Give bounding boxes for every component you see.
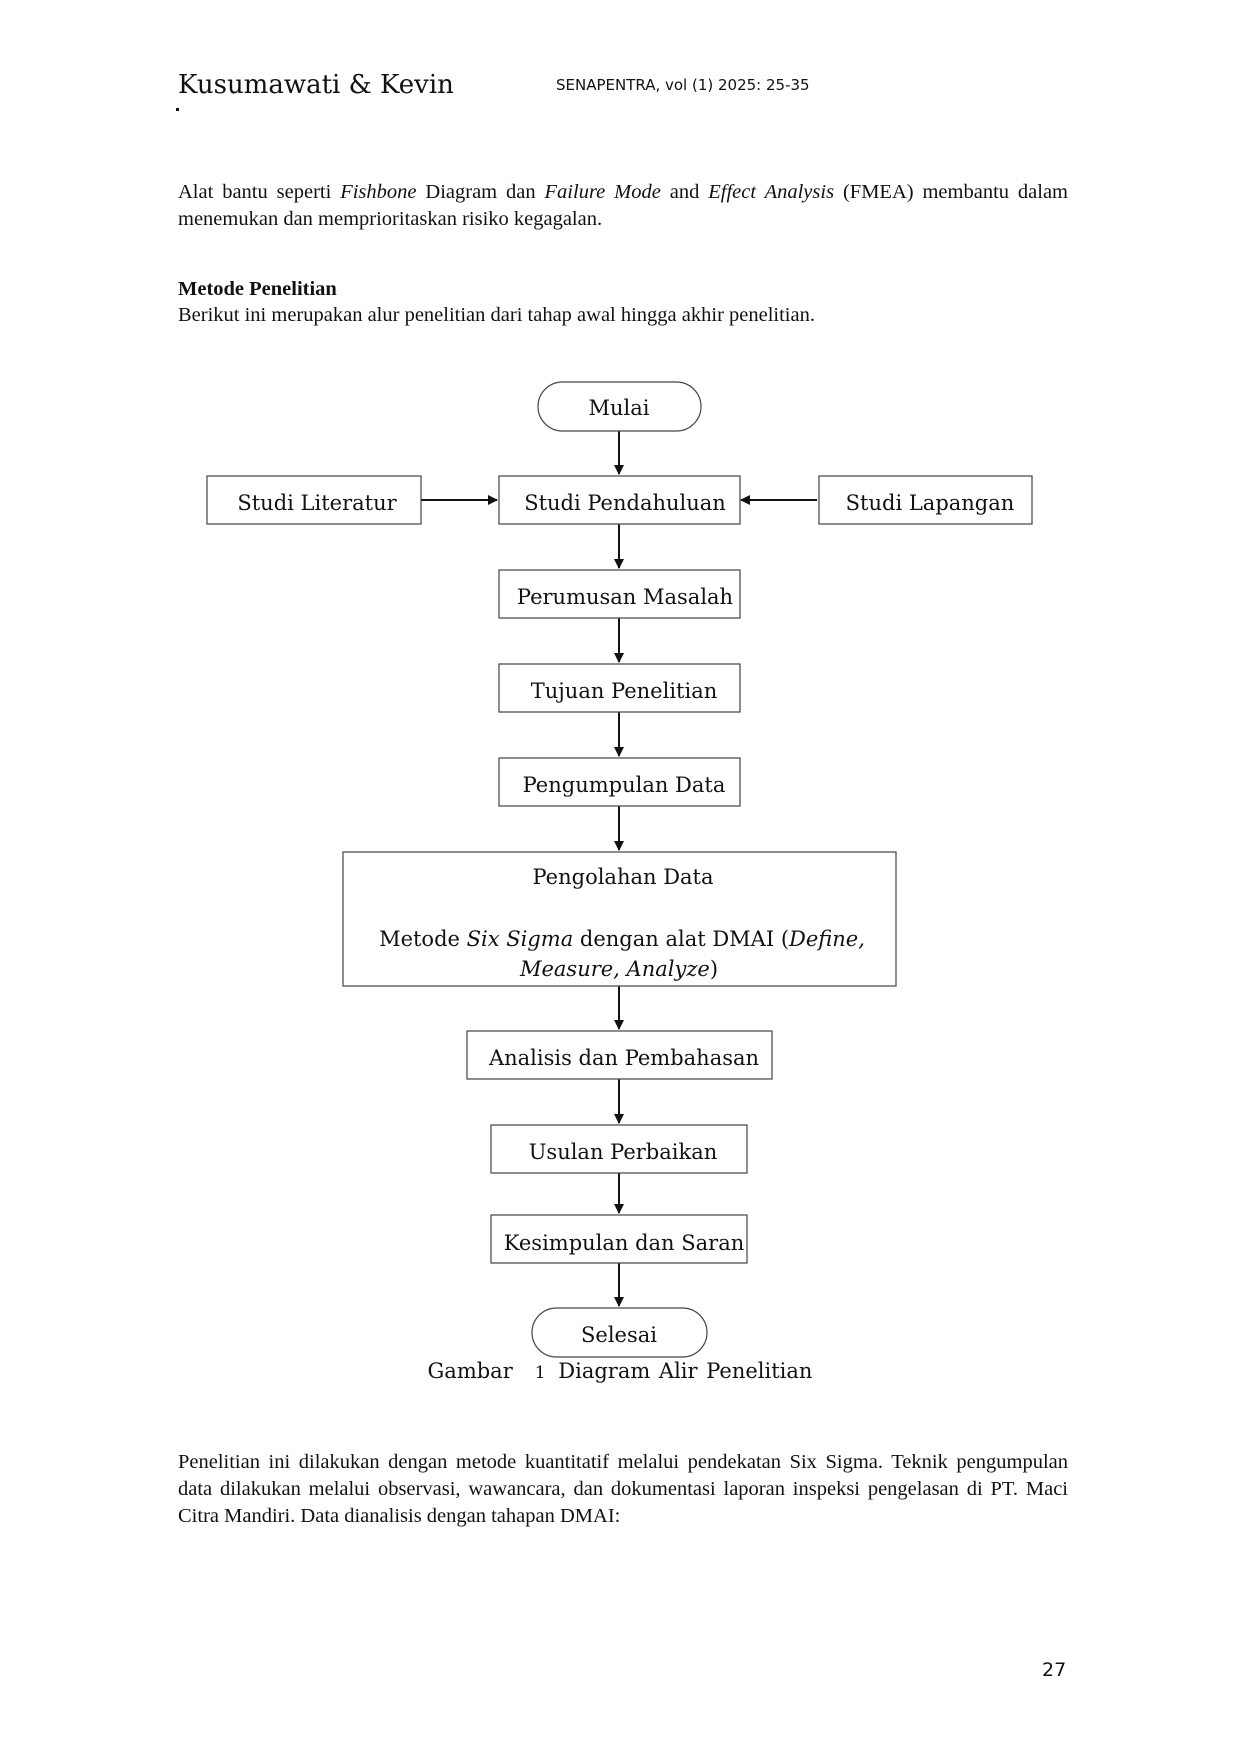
collection-label: Pengumpulan Data (523, 773, 726, 797)
preliminary-label: Studi Pendahuluan (524, 491, 726, 515)
running-header-authors: Kusumawati & Kevin (178, 70, 454, 100)
closing-paragraph: Penelitian ini dilakukan dengan metode k… (178, 1451, 1068, 1527)
running-header-journal: SENAPENTRA, vol (1) 2025: 25-35 (556, 76, 810, 94)
collection-box: Pengumpulan Data (498, 757, 741, 807)
problem-label: Perumusan Masalah (517, 585, 733, 609)
processing-line-1: Metode Six Sigma dengan alat DMAI (Defin… (379, 927, 865, 951)
conclusion-box: Kesimpulan dan Saran (490, 1214, 748, 1264)
end-terminal: Selesai (531, 1307, 708, 1358)
analysis-label: Analisis dan Pembahasan (488, 1046, 759, 1070)
problem-box: Perumusan Masalah (498, 569, 741, 619)
preliminary-box: Studi Pendahuluan (498, 475, 741, 525)
section-heading: Metode Penelitian (178, 278, 337, 300)
analysis-box: Analisis dan Pembahasan (466, 1030, 773, 1080)
start-label: Mulai (589, 396, 650, 420)
section-intro: Berikut ini merupakan alur penelitian da… (178, 304, 815, 326)
processing-title: Pengolahan Data (532, 865, 713, 889)
figure-number: 1 (534, 1363, 546, 1383)
figure-caption: Gambar 1 Diagram Alir Penelitian (0, 1359, 1240, 1383)
end-label: Selesai (581, 1323, 657, 1347)
intro-paragraph: Alat bantu seperti Fishbone Diagram dan … (178, 181, 1069, 230)
objective-label: Tujuan Penelitian (531, 679, 718, 703)
flow-connectors (421, 431, 817, 1307)
right-input-box: Studi Lapangan (818, 475, 1033, 525)
conclusion-label: Kesimpulan dan Saran (504, 1231, 745, 1255)
processing-box: Pengolahan Data Metode Six Sigma dengan … (342, 851, 897, 987)
left-input-box: Studi Literatur (206, 475, 422, 525)
processing-line-2: Measure, Analyze) (519, 957, 718, 981)
improvement-label: Usulan Perbaikan (529, 1140, 718, 1164)
right-input-label: Studi Lapangan (846, 491, 1015, 515)
objective-box: Tujuan Penelitian (498, 663, 741, 713)
figure-title: Diagram Alir Penelitian (558, 1359, 813, 1383)
start-terminal: Mulai (537, 381, 702, 432)
header-marker (176, 108, 179, 111)
improvement-box: Usulan Perbaikan (490, 1124, 748, 1174)
figure-label: Gambar (427, 1359, 513, 1383)
left-input-label: Studi Literatur (237, 491, 397, 515)
page-number: 27 (1042, 1659, 1067, 1681)
